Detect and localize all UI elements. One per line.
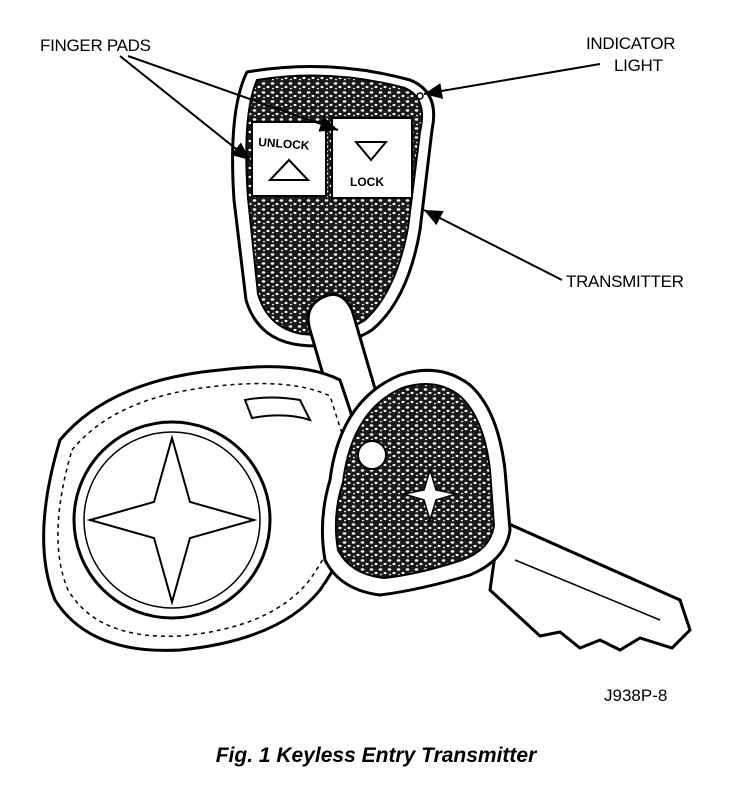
indicator-light xyxy=(417,93,423,99)
key-fob xyxy=(44,367,362,651)
transmitter-label: TRANSMITTER xyxy=(566,272,684,292)
figure-code: J938P-8 xyxy=(604,686,667,706)
indicator-light-label-line1: INDICATOR xyxy=(586,34,675,54)
figure-caption: Fig. 1 Keyless Entry Transmitter xyxy=(0,744,752,768)
unlock-pad xyxy=(252,122,326,196)
ignition-key xyxy=(322,370,690,650)
lock-label: LOCK xyxy=(350,175,384,189)
indicator-light-label-line2: LIGHT xyxy=(614,56,663,76)
finger-pads-label: FINGER PADS xyxy=(40,36,151,56)
